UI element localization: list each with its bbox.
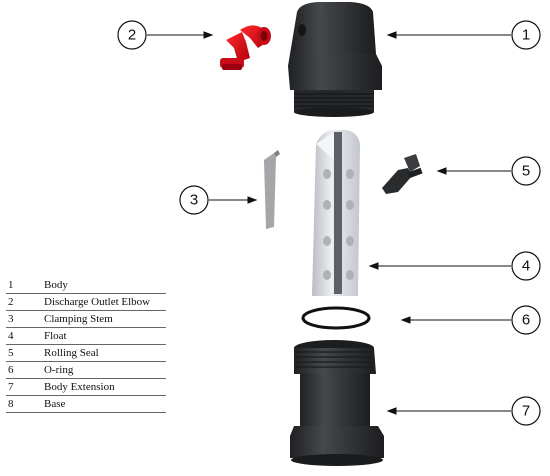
legend-number: 8 — [6, 395, 42, 413]
float-part — [312, 130, 360, 296]
legend-number: 1 — [6, 277, 42, 294]
body-extension-part — [290, 340, 384, 466]
callout-6-label: 6 — [522, 312, 530, 329]
callout-5-label: 5 — [522, 163, 530, 180]
legend-part-name: Discharge Outlet Elbow — [42, 293, 166, 311]
legend-part-name: Float — [42, 327, 166, 345]
legend-number: 5 — [6, 344, 42, 362]
callout-5 — [511, 156, 541, 186]
legend-part-name: Base — [42, 395, 166, 413]
rolling-seal-part — [382, 154, 423, 194]
callout-3 — [179, 185, 209, 215]
callout-7-label: 7 — [522, 403, 530, 420]
callout-1 — [511, 20, 541, 50]
callout-2-label: 2 — [128, 27, 136, 44]
legend-part-name: Body Extension — [42, 378, 166, 396]
callout-3-label: 3 — [190, 192, 198, 209]
arrowhead-3 — [247, 196, 258, 204]
legend-number: 4 — [6, 327, 42, 345]
callout-6 — [511, 305, 541, 335]
o-ring-part — [301, 306, 371, 330]
callout-7 — [511, 396, 541, 426]
body-part — [288, 2, 382, 117]
clamping-stem-part — [264, 150, 280, 229]
legend-part-name: O-ring — [42, 361, 166, 379]
arrowhead-4 — [368, 262, 379, 270]
arrowhead-5 — [436, 167, 447, 175]
legend-part-name: Rolling Seal — [42, 344, 166, 362]
legend-part-name: Clamping Stem — [42, 310, 166, 328]
legend-part-name: Body — [42, 277, 166, 294]
elbow-part — [220, 25, 271, 70]
callout-1-label: 1 — [522, 27, 530, 44]
callout-4-label: 4 — [522, 258, 530, 275]
legend-number: 3 — [6, 310, 42, 328]
callout-4 — [511, 251, 541, 281]
legend-number: 6 — [6, 361, 42, 379]
leader-lines — [147, 31, 511, 415]
arrowhead-1 — [386, 31, 397, 39]
arrowhead-6 — [400, 316, 411, 324]
callout-2 — [117, 20, 147, 50]
legend-number: 7 — [6, 378, 42, 396]
legend-number: 2 — [6, 293, 42, 311]
arrowhead-2 — [203, 31, 214, 39]
arrowhead-7 — [386, 407, 397, 415]
